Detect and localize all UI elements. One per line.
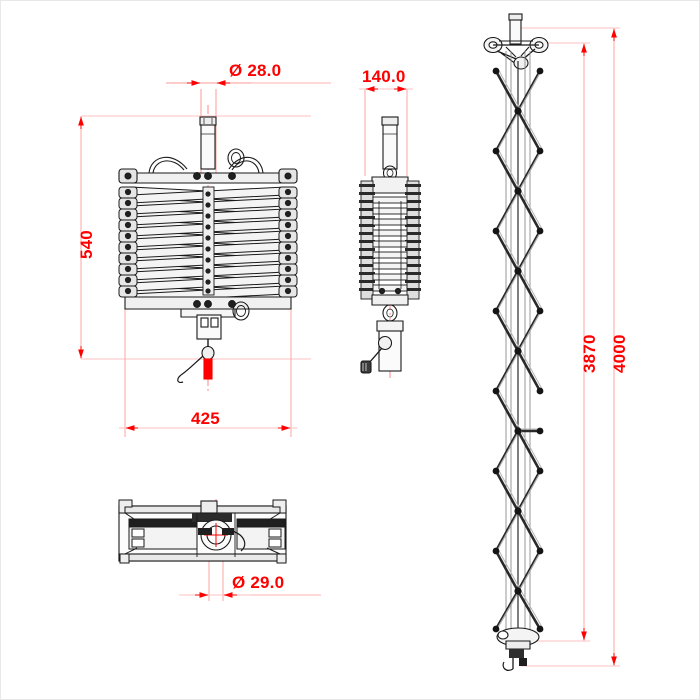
dim-label-3870: 3870 <box>580 334 599 373</box>
plan-right-box <box>236 518 286 550</box>
bottom-clamp-side <box>360 304 404 374</box>
dim-label-425: 425 <box>191 409 220 428</box>
dim-height-3870 <box>533 42 590 642</box>
dim-label-dia-28: Ø 28.0 <box>229 61 282 80</box>
top-spigot-front <box>199 116 217 170</box>
top-handle-arcs <box>148 148 264 174</box>
folded-scissor-stack <box>118 186 298 303</box>
extended-pivot-nodes <box>492 67 544 633</box>
dim-label-540: 540 <box>77 230 96 259</box>
plan-centre-hub <box>192 500 246 552</box>
dim-width-140 <box>359 86 413 176</box>
extended-guide-tubes <box>505 51 531 641</box>
dim-label-140: 140.0 <box>362 67 406 86</box>
view-front-extended <box>483 13 549 671</box>
extended-bottom-head <box>496 627 540 671</box>
bottom-clamp-front <box>177 301 250 384</box>
dimension-layer <box>78 27 620 667</box>
top-frame-bar <box>118 168 298 184</box>
plan-left-box <box>128 518 198 550</box>
dim-label-4000: 4000 <box>610 334 629 373</box>
view-side-collapsed <box>359 116 421 374</box>
view-plan-bottom <box>118 499 287 564</box>
dim-height-4000 <box>521 27 620 667</box>
bottom-frame-bar <box>124 296 292 318</box>
plan-diagonal-struts <box>124 512 281 555</box>
side-cross-slats <box>372 196 408 292</box>
dim-width-425 <box>119 301 297 437</box>
dim-dia-28 <box>166 80 331 173</box>
view-front-collapsed <box>118 116 298 384</box>
top-spigot-side <box>381 116 399 170</box>
side-rail-teeth <box>359 184 421 291</box>
plan-corner-brackets <box>118 499 287 564</box>
dim-height-540 <box>78 115 311 360</box>
dim-label-dia-29: Ø 29.0 <box>232 573 285 592</box>
extended-top-spigot <box>508 13 523 45</box>
